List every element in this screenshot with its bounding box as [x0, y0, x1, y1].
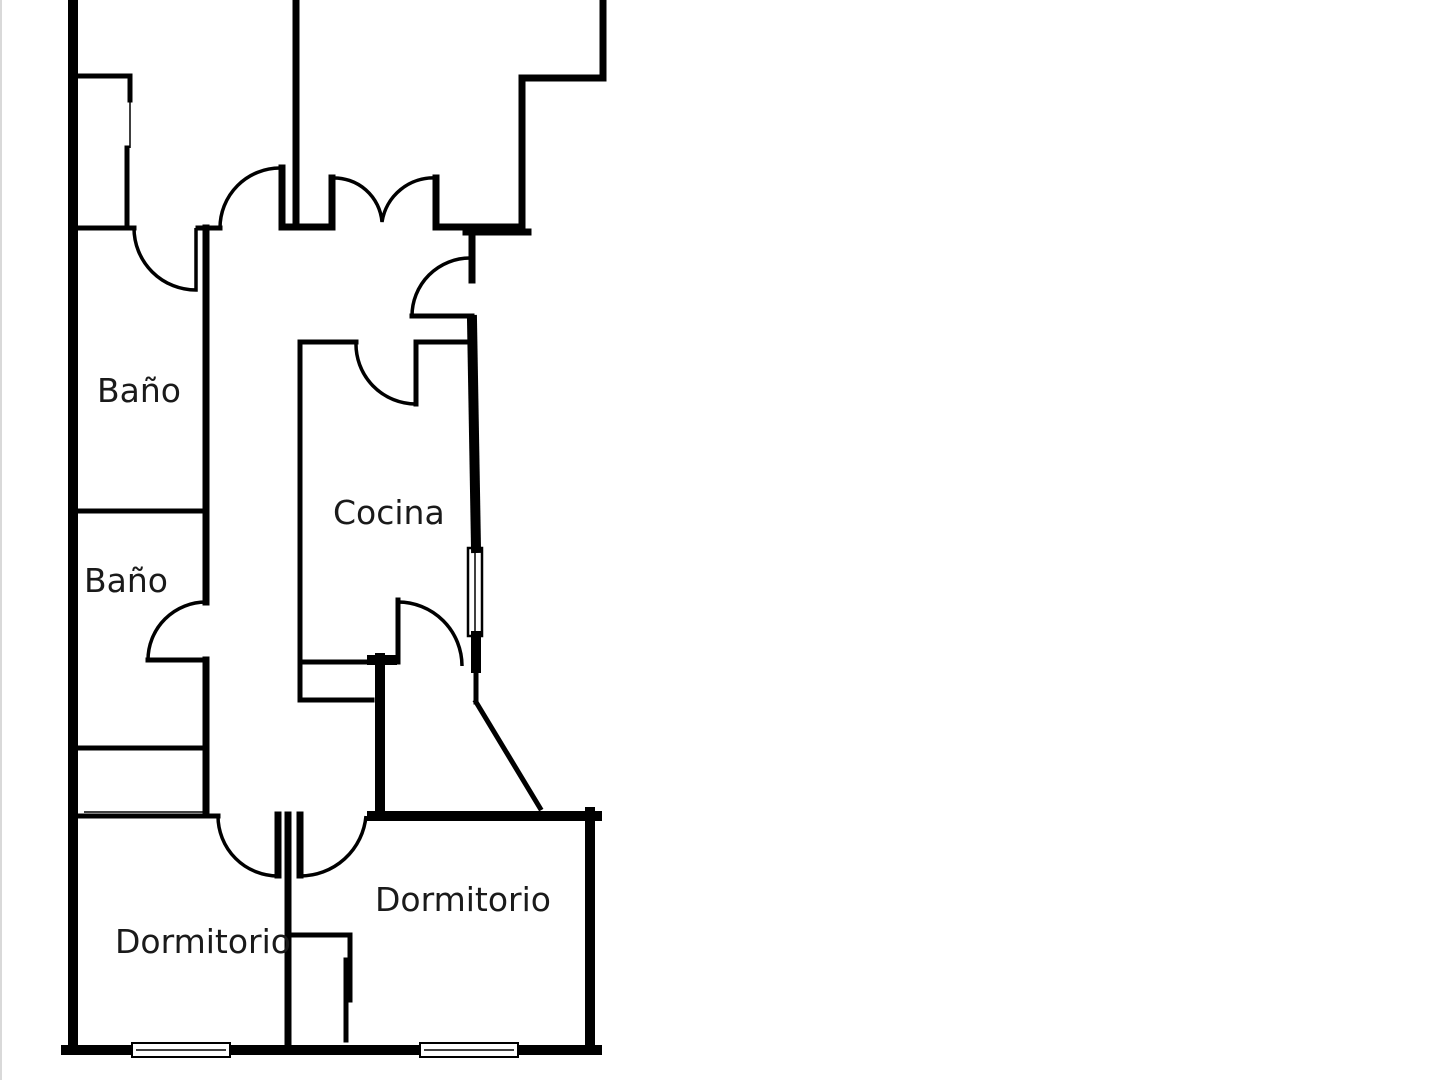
bedroom-closet-wall — [289, 932, 353, 1003]
room-label-bedroom-right: Dormitorio — [375, 880, 551, 919]
door-double-top — [331, 176, 437, 223]
bottom-windows — [131, 1042, 519, 1058]
room-labels: Baño Baño Cocina Dormitorio Dormitorio — [84, 371, 551, 961]
door-entry — [410, 256, 471, 317]
kitchen-right-wall — [466, 314, 482, 554]
terrace-diagonal-wall — [472, 698, 544, 812]
room-label-bath-lower: Baño — [84, 561, 168, 600]
door-bedroom-right — [299, 815, 368, 878]
door-swings — [129, 100, 471, 878]
door-kitchen-bottom — [397, 600, 464, 667]
top-right-stepped-wall — [432, 0, 607, 231]
walls — [61, 0, 607, 1055]
door-bath-upper — [132, 227, 198, 292]
kitchen-window — [466, 546, 484, 638]
room-label-bath-upper: Baño — [97, 371, 181, 410]
door-kitchen-top — [354, 341, 417, 406]
room-label-kitchen: Cocina — [333, 493, 445, 532]
door-bedroom-left — [216, 815, 279, 878]
closet-top-wall — [75, 73, 133, 103]
door-bath-lower — [146, 600, 207, 661]
door-upper-room-a — [218, 166, 281, 229]
room-label-bedroom-left: Dormitorio — [115, 922, 291, 961]
